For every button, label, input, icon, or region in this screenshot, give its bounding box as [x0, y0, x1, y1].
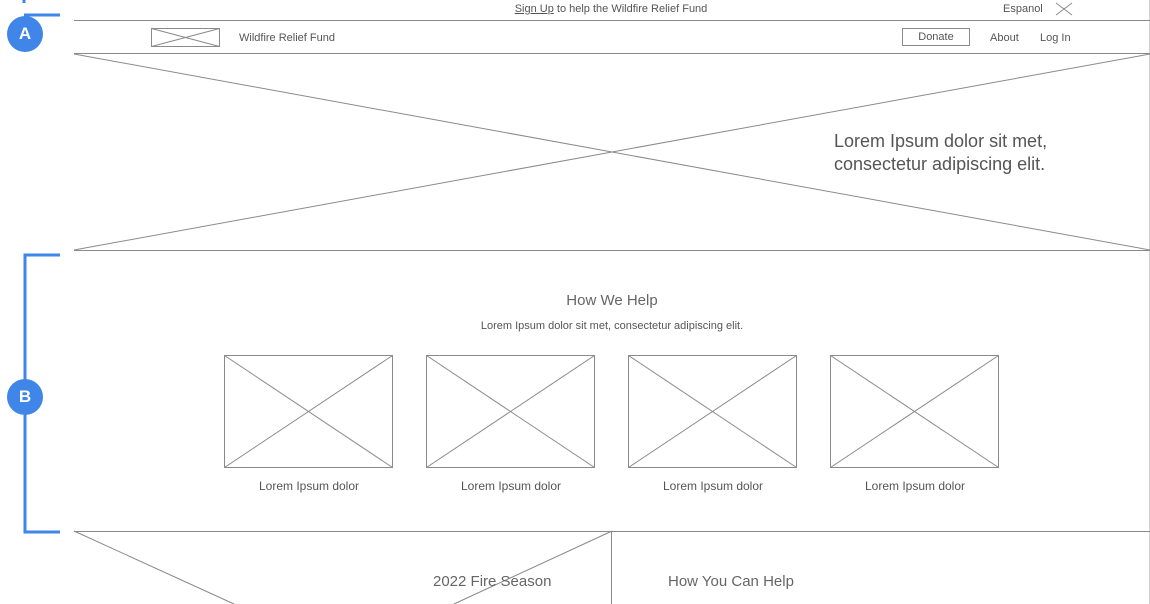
language-toggle[interactable]: Espanol [1003, 3, 1043, 15]
how-we-help-subtitle: Lorem Ipsum dolor sit met, consectetur a… [480, 320, 744, 332]
nav-about-link[interactable]: About [990, 32, 1019, 44]
card-image-placeholder[interactable] [628, 355, 797, 468]
fire-season-heading: 2022 Fire Season [433, 573, 552, 590]
nav-login-link[interactable]: Log In [1040, 32, 1071, 44]
how-you-can-help-heading: How You Can Help [668, 573, 794, 590]
close-banner-icon[interactable] [1056, 3, 1072, 15]
annotation-badge-a: A [7, 16, 43, 52]
signup-banner: Sign Up to help the Wildfire Relief Fund [0, 3, 1150, 15]
hero-line-1: Lorem Ipsum dolor sit met, [834, 131, 1048, 151]
card-image-placeholder[interactable] [426, 355, 595, 468]
card-image-placeholder[interactable] [224, 355, 393, 468]
card-caption[interactable]: Lorem Ipsum dolor [864, 479, 966, 493]
donate-button[interactable]: Donate [902, 28, 970, 46]
how-we-help-title: How We Help [566, 292, 658, 309]
fire-season-image-placeholder [74, 531, 612, 604]
hero-headline: Lorem Ipsum dolor sit met, consectetur a… [834, 130, 1134, 176]
annotation-badge-b: B [7, 379, 43, 415]
logo-placeholder-icon[interactable] [151, 28, 220, 47]
card-caption[interactable]: Lorem Ipsum dolor [460, 479, 562, 493]
banner-message: to help the Wildfire Relief Fund [553, 3, 708, 15]
brand-name[interactable]: Wildfire Relief Fund [239, 32, 335, 44]
card-caption[interactable]: Lorem Ipsum dolor [662, 479, 764, 493]
hero-line-2: consectetur adipiscing elit. [834, 154, 1046, 174]
card-image-placeholder[interactable] [830, 355, 999, 468]
hero-image-placeholder [74, 54, 1150, 250]
annotation-bracket-a [22, 0, 60, 17]
signup-link[interactable]: Sign Up [514, 3, 554, 15]
card-caption[interactable]: Lorem Ipsum dolor [258, 479, 360, 493]
